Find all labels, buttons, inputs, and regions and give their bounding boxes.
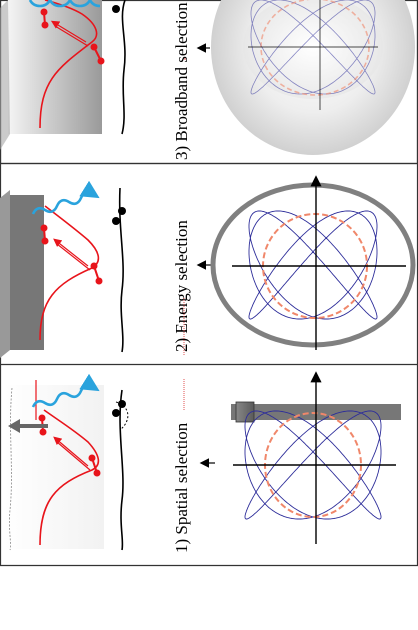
potential-curve — [39, 0, 98, 129]
ground-curve — [121, 0, 126, 135]
energy-left-sketch — [0, 180, 126, 358]
potential-curve — [39, 409, 100, 546]
spatial-left-sketch — [4, 373, 129, 551]
energy-ring — [210, 182, 416, 348]
panel-energy: 2) Energy selection — [0, 175, 416, 358]
ground-curve — [118, 187, 124, 353]
wavy-arrow-icon — [28, 0, 101, 8]
broadband-gradient-block — [8, 0, 102, 134]
wavy-arrow-icon — [31, 373, 100, 408]
diatomic-molecule-icon — [40, 224, 103, 285]
energy-gray-block — [10, 195, 44, 350]
energy-phase-space — [210, 175, 416, 350]
panel-label-spatial: 1) Spatial selection — [172, 422, 191, 553]
lissajous-curve — [248, 210, 378, 320]
broadband-phase-space — [211, 0, 415, 155]
spatial-phase-space — [231, 371, 401, 544]
diatomic-molecule-icon — [40, 8, 105, 65]
double-arrow-icon — [53, 238, 89, 267]
panel-label-broadband: 3) Broadband selection — [172, 2, 191, 160]
panel-broadband: 3) Broadband selection — [0, 0, 415, 160]
broadband-left-sketch — [0, 0, 126, 150]
potential-curve — [39, 205, 100, 341]
wavy-arrow-icon — [31, 180, 100, 215]
double-arrow-icon — [53, 436, 89, 467]
ground-curve — [119, 389, 124, 551]
double-arrow-icon — [50, 20, 87, 43]
panel-label-energy: 2) Energy selection — [172, 220, 191, 352]
panel-spatial: 1) Spatial selection — [4, 371, 401, 553]
